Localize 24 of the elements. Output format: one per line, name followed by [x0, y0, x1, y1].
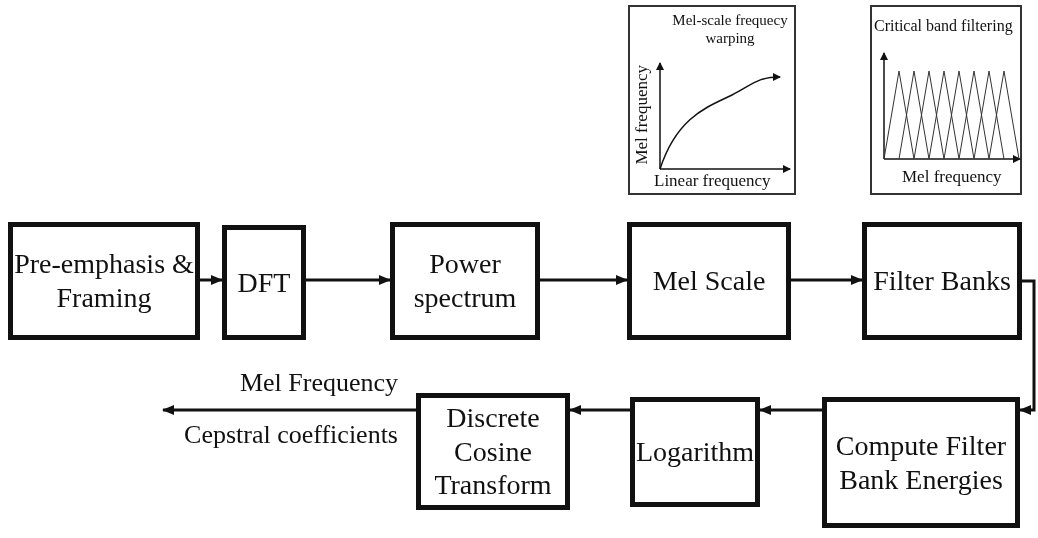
chart-title: Critical band filtering — [874, 17, 1013, 35]
arrow — [162, 405, 416, 415]
inset-panel — [628, 5, 796, 195]
axis-label: Mel frequency — [632, 65, 652, 165]
process-box: Logarithm — [630, 397, 760, 507]
process-box: Pre-emphasis & Framing — [8, 222, 200, 340]
edge-label: Mel Frequency Cepstral coefficients — [183, 367, 398, 451]
process-box: Filter Banks — [862, 222, 1022, 340]
inset-panel — [870, 5, 1022, 195]
process-box: Discrete Cosine Transform — [416, 393, 570, 510]
arrow — [759, 405, 822, 415]
arrow — [540, 275, 628, 285]
process-box: Power spectrum — [390, 222, 540, 340]
process-box: Compute Filter Bank Energies — [822, 397, 1020, 528]
arrow — [306, 275, 391, 285]
arrow — [569, 405, 630, 415]
axis-label: Mel frequency — [902, 167, 1002, 187]
arrow — [1019, 279, 1036, 415]
process-box: DFT — [222, 225, 306, 340]
axis-label: Linear frequency — [654, 171, 771, 191]
arrow — [200, 275, 223, 285]
chart-title: Mel-scale frequecy warping — [671, 11, 789, 47]
process-box: Mel Scale — [627, 222, 791, 340]
arrow — [791, 275, 863, 285]
